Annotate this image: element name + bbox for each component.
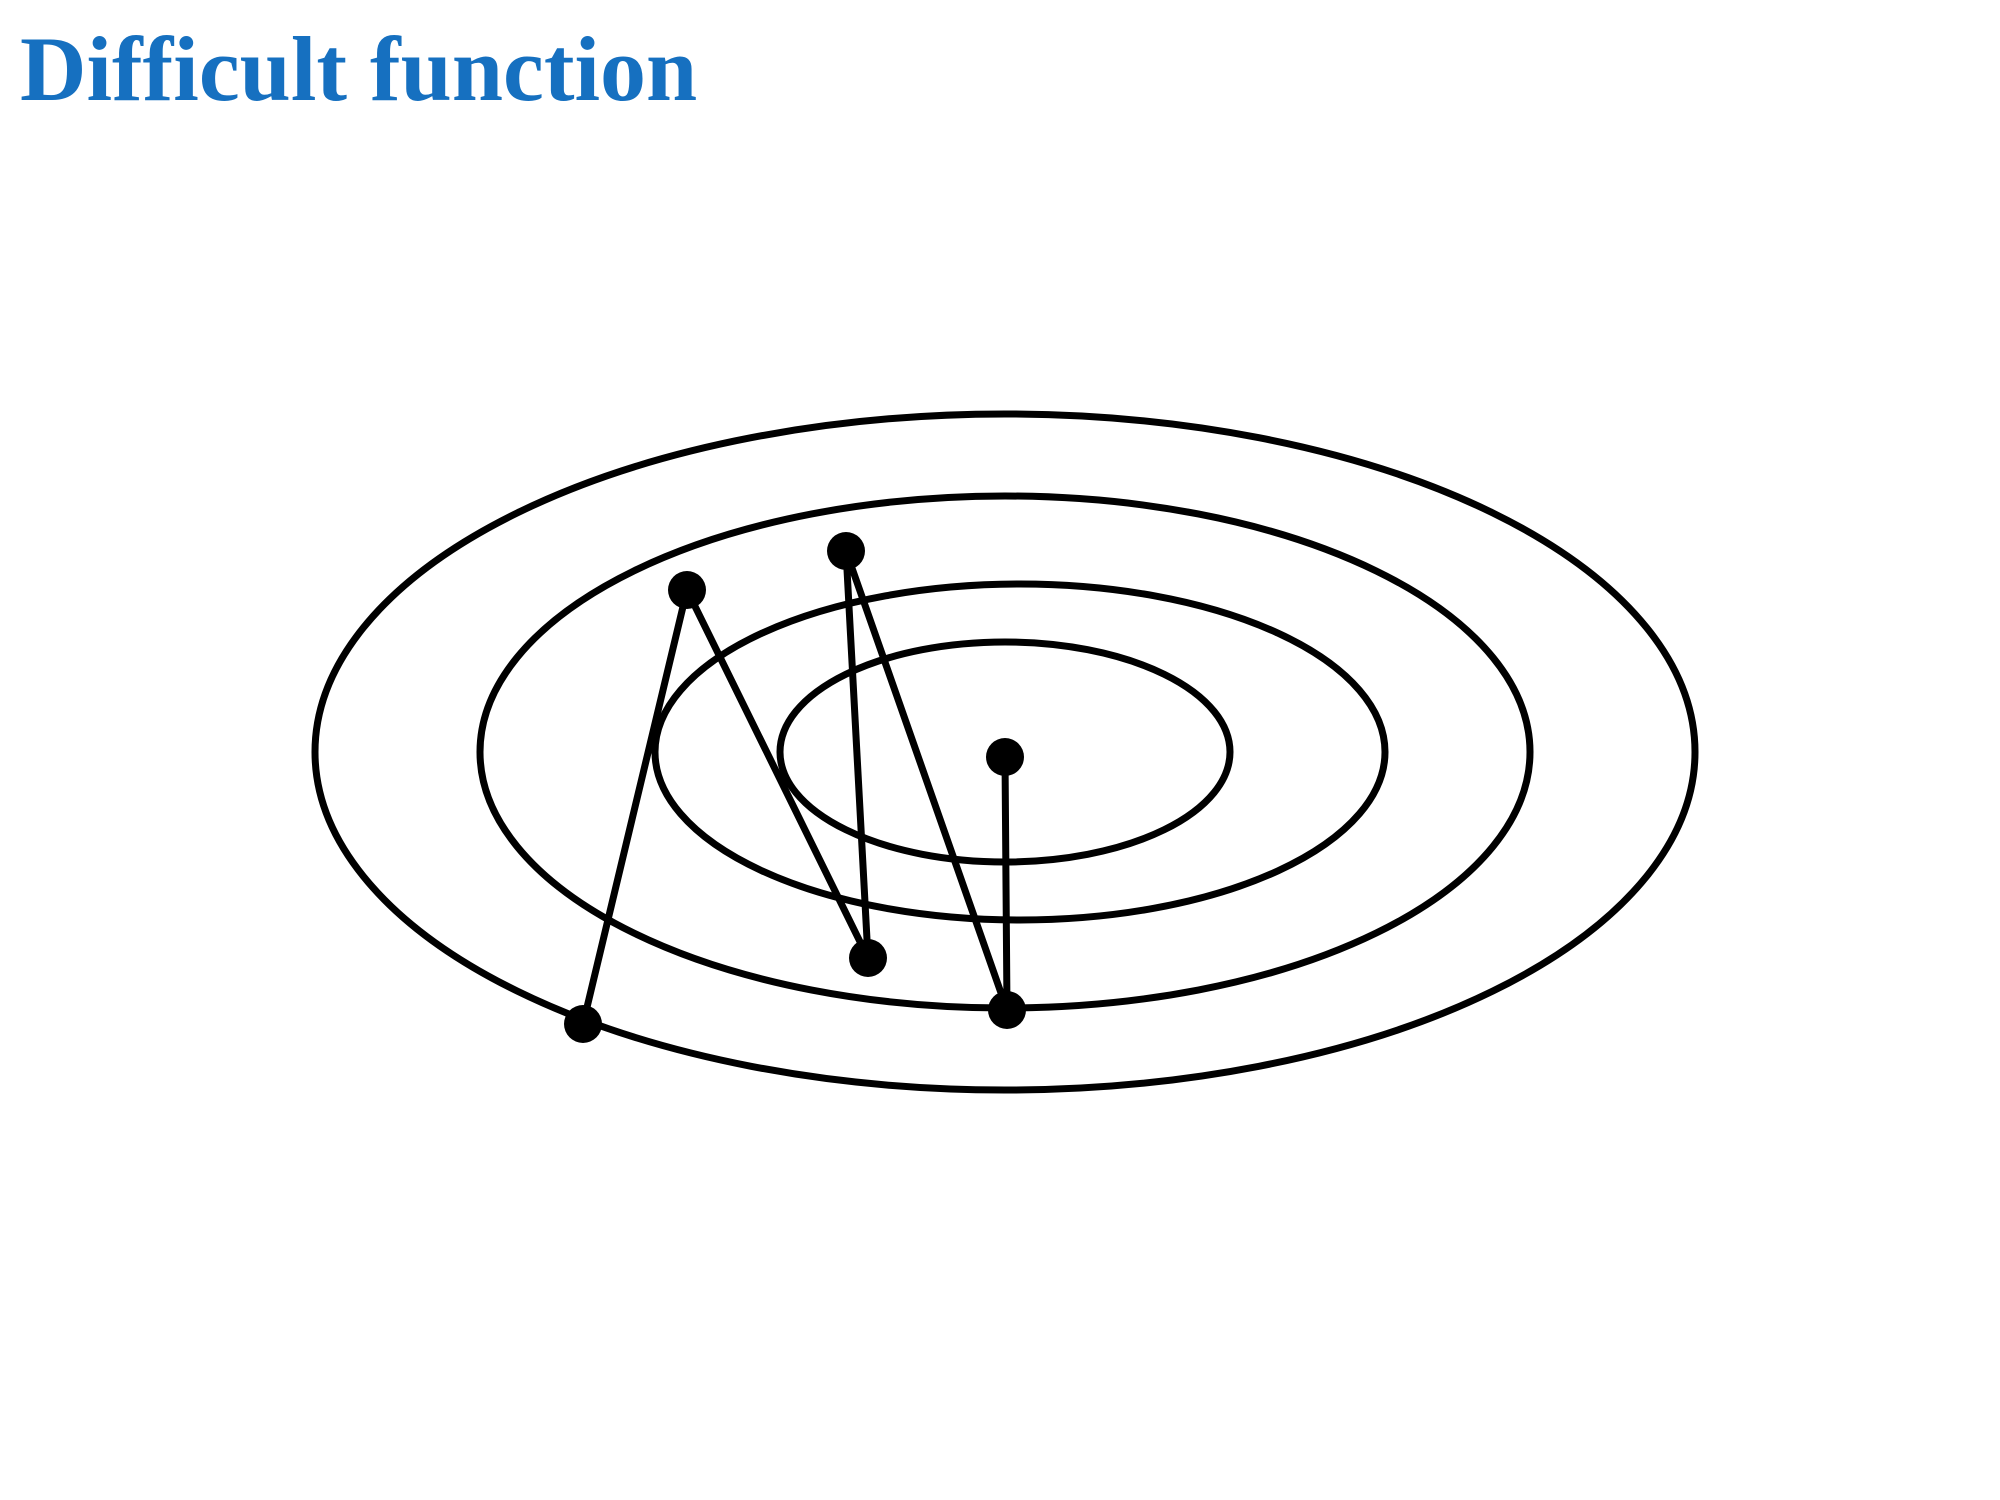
path-point-1	[564, 1005, 602, 1043]
path-point-5	[988, 991, 1026, 1029]
slide-title: Difficult function	[20, 18, 698, 120]
contour-ellipse-1	[311, 410, 1699, 1094]
path-point-4	[827, 532, 865, 570]
descent-points	[564, 532, 1026, 1043]
contour-ellipse-3	[651, 580, 1389, 924]
path-point-6	[986, 738, 1024, 776]
descent-path	[579, 547, 1011, 1028]
path-point-2	[668, 571, 706, 609]
descent-path-line	[579, 547, 1011, 1028]
path-point-3	[849, 939, 887, 977]
